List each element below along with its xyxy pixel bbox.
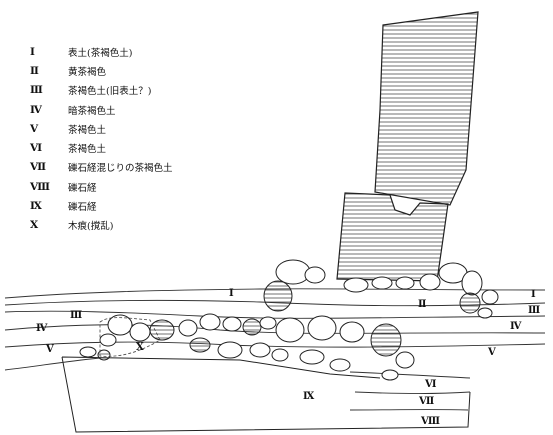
legend-numeral: Ⅰ (30, 45, 35, 58)
section-label-v-right: Ⅴ (488, 347, 496, 358)
legend-row: Ⅲ 茶褐色土(旧表土？) (30, 81, 280, 100)
section-label-viii: Ⅷ (421, 416, 440, 427)
legend-numeral: Ⅹ (30, 219, 38, 232)
legend-numeral: Ⅷ (30, 180, 50, 193)
legend-row: Ⅳ 暗茶褐色土 (30, 100, 280, 119)
legend-row: Ⅵ 茶褐色土 (30, 138, 280, 157)
section-label-iv-left: Ⅳ (36, 323, 48, 334)
section-label-i-right: Ⅰ (531, 289, 536, 300)
legend-label: 木痕(撹乱) (68, 221, 114, 233)
legend-row: Ⅱ 黄茶褐色 (30, 61, 280, 80)
legend-label: 茶褐色土(旧表土？) (68, 86, 152, 98)
base-stone (336, 192, 449, 282)
legend-row: Ⅴ 茶褐色土 (30, 119, 280, 138)
section-label-vii: Ⅶ (419, 396, 435, 407)
section-label-ix: Ⅸ (303, 391, 315, 402)
legend-numeral: Ⅲ (30, 84, 43, 97)
section-label-v-left: Ⅴ (46, 344, 54, 355)
legend-row: Ⅸ 礫石経 (30, 196, 280, 215)
section-label-iii-right: Ⅲ (528, 305, 541, 316)
legend-numeral: Ⅳ (30, 103, 42, 116)
legend-numeral: Ⅵ (30, 142, 42, 155)
legend-label: 暗茶褐色土 (68, 105, 116, 117)
section-label-iv-right: Ⅳ (510, 321, 522, 332)
legend-label: 茶褐色土 (68, 124, 107, 136)
legend-label: 礫石経 (68, 182, 97, 194)
legend-label: 表土(茶褐色土) (68, 47, 133, 59)
section-label-i-left: Ⅰ (229, 288, 234, 299)
section-label-ii: Ⅱ (418, 299, 427, 310)
legend-numeral: Ⅴ (30, 122, 38, 135)
section-label-iii-left: Ⅲ (70, 310, 83, 321)
legend-row: Ⅰ 表土(茶褐色土) (30, 42, 280, 61)
legend-numeral: Ⅸ (30, 200, 42, 213)
legend-row: Ⅶ 礫石経混じりの茶褐色土 (30, 158, 280, 177)
legend-label: 礫石経 (68, 202, 97, 214)
legend-row: Ⅷ 礫石経 (30, 177, 280, 196)
legend-label: 黄茶褐色 (68, 66, 107, 78)
legend-label: 礫石経混じりの茶褐色土 (68, 163, 173, 175)
section-label-vi: Ⅵ (425, 379, 437, 390)
cobble-stones (79, 259, 499, 381)
layer-legend: Ⅰ 表土(茶褐色土) Ⅱ 黄茶褐色 Ⅲ 茶褐色土(旧表土？) Ⅳ 暗茶褐色土 Ⅴ 茶褐色土… (30, 42, 280, 235)
section-label-x: Ⅹ (136, 342, 144, 353)
legend-numeral: Ⅶ (30, 161, 46, 174)
legend-numeral: Ⅱ (30, 64, 39, 77)
legend-row: Ⅹ 木痕(撹乱) (30, 216, 280, 235)
standing-stone-upper (374, 11, 479, 206)
pit-outline (61, 356, 471, 433)
legend-label: 茶褐色土 (68, 144, 107, 156)
